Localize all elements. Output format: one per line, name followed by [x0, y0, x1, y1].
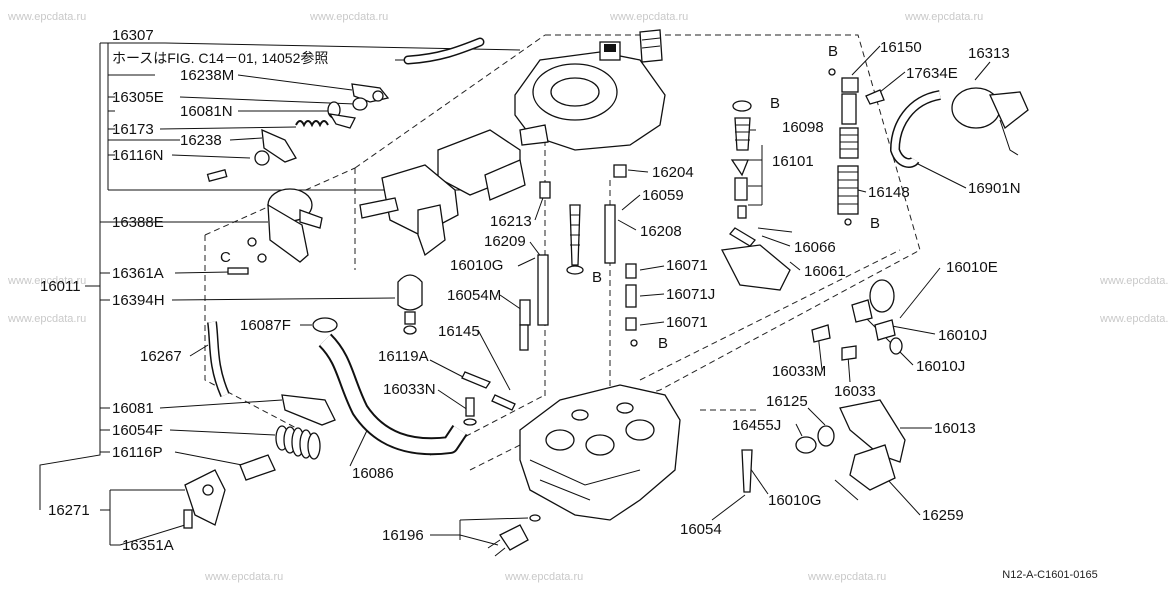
part-label: 16071 [666, 257, 708, 274]
part-label: 16313 [968, 45, 1010, 62]
part-label: 16054M [447, 287, 501, 304]
part-label: 16213 [490, 213, 532, 230]
part-label: 16455J [732, 417, 781, 434]
part-label: 16267 [140, 348, 182, 365]
part-label: 16087F [240, 317, 291, 334]
part-label: 16116N [112, 147, 163, 164]
part-label: 16066 [794, 239, 836, 256]
part-label: 16010G [768, 492, 821, 509]
part-label: 16305E [112, 89, 164, 106]
watermark: www.epcdata.ru [7, 313, 86, 325]
ref-marker-b: B [592, 269, 602, 286]
ref-marker-b: B [770, 95, 780, 112]
hose-part [403, 37, 485, 65]
part-label: 16238M [180, 67, 234, 84]
carburetor-top-cover [514, 29, 666, 151]
watermark: www.epcdata.ru [807, 571, 886, 583]
part-labels: 16307 ホースはFIG. C14－01, 14052参照 16238M 16… [40, 27, 1021, 554]
part-label: 16010J [938, 327, 987, 344]
part-label: 16010J [916, 358, 965, 375]
part-label: 16033 [834, 383, 876, 400]
part-label: 16013 [934, 420, 976, 437]
center-jets [461, 164, 638, 426]
part-label: 16071 [666, 314, 708, 331]
part-label: 16054F [112, 422, 163, 439]
part-label: 16086 [352, 465, 394, 482]
watermark: www.epcdata.ru [904, 11, 983, 23]
part-label: 16196 [382, 527, 424, 544]
part-label: 16394H [112, 292, 165, 309]
part-label: 16271 [48, 502, 90, 519]
sensor-16196 [487, 514, 541, 557]
part-label: 16388E [112, 214, 164, 231]
part-label: 16238 [180, 132, 222, 149]
part-label: 16209 [484, 233, 526, 250]
right-lower-parts [741, 279, 906, 501]
part-label: 16116P [112, 444, 163, 461]
part-label: 16119A [378, 348, 429, 365]
part-label: 16208 [640, 223, 682, 240]
part-label: 16145 [438, 323, 480, 340]
part-label: 16071J [666, 286, 715, 303]
part-label: 16059 [642, 187, 684, 204]
watermark: www.epcdata.ru [504, 571, 583, 583]
part-label: 16033N [383, 381, 436, 398]
part-label: 16361A [112, 265, 164, 282]
part-label: 16148 [868, 184, 910, 201]
hose-reference-note: ホースはFIG. C14－01, 14052参照 [112, 50, 328, 66]
watermark: www.epcdata.ru [309, 11, 388, 23]
part-label: 16101 [772, 153, 814, 170]
ref-marker-c: C [220, 249, 231, 266]
hose-16267 [207, 321, 230, 397]
diagram-code: N12-A-C1601-0165 [1002, 569, 1097, 581]
part-label: 16125 [766, 393, 808, 410]
accelerator-pump-parts [720, 100, 793, 291]
hose-16086 [312, 317, 468, 456]
watermark-layer: www.epcdata.ru www.epcdata.ru www.epcdat… [7, 11, 1168, 583]
lower-left-parts [183, 394, 336, 529]
part-label: 16150 [880, 39, 922, 56]
ref-marker-b: B [828, 43, 838, 60]
vacuum-actuator-parts [828, 68, 1029, 226]
part-label: 16204 [652, 164, 694, 181]
part-label: 16307 [112, 27, 154, 44]
watermark: www.epcdata.ru [1099, 275, 1168, 287]
choke-parts-cluster [206, 83, 390, 182]
part-label: 16098 [782, 119, 824, 136]
watermark: www.epcdata.ru [204, 571, 283, 583]
center-bracket [359, 129, 526, 257]
carburetor-body [519, 384, 681, 521]
part-label: 16010E [946, 259, 998, 276]
part-label: 16061 [804, 263, 846, 280]
part-label: 16081N [180, 103, 233, 120]
part-label: 16054 [680, 521, 722, 538]
part-label: 16259 [922, 507, 964, 524]
choke-diaphragm [227, 188, 323, 275]
ref-marker-b: B [870, 215, 880, 232]
part-label: 16351A [122, 537, 174, 554]
part-label: 16033M [772, 363, 826, 380]
leader-lines [119, 42, 991, 546]
part-label: 17634E [906, 65, 958, 82]
part-label: 16010G [450, 257, 503, 274]
watermark: www.epcdata.ru [7, 275, 86, 287]
part-label: 16011 [40, 278, 81, 295]
watermark: www.epcdata.ru [1099, 313, 1168, 325]
filter-part [397, 274, 423, 335]
part-label: 16901N [968, 180, 1021, 197]
watermark: www.epcdata.ru [7, 11, 86, 23]
watermark: www.epcdata.ru [609, 11, 688, 23]
ref-marker-b: B [658, 335, 668, 352]
part-label: 16173 [112, 121, 154, 138]
part-label: 16081 [112, 400, 154, 417]
